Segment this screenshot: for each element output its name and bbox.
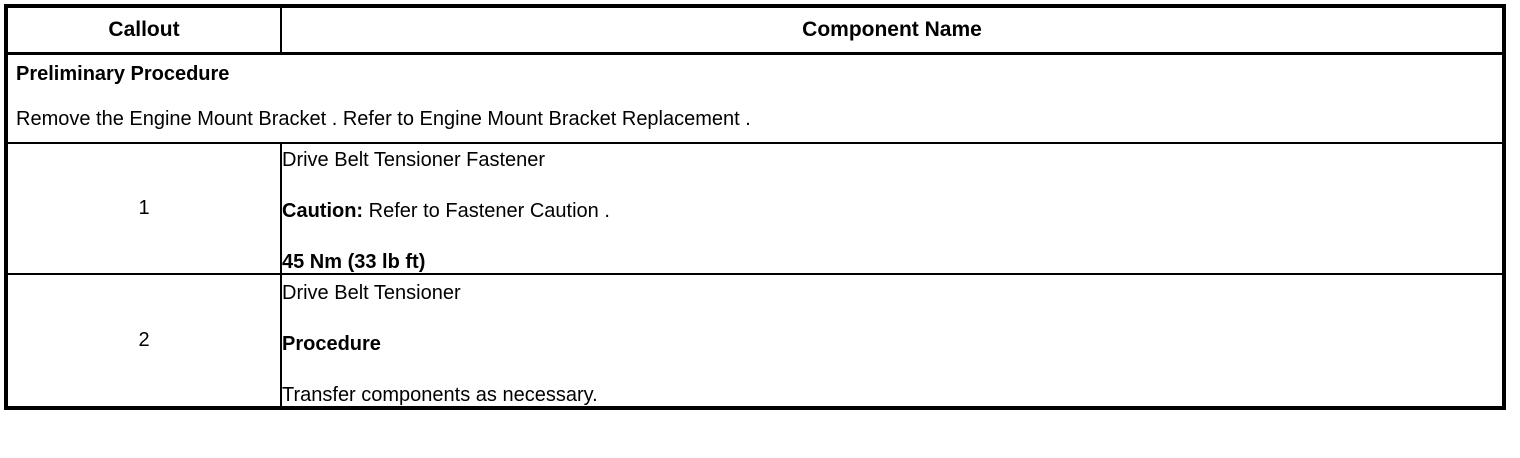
table-row: 1 Drive Belt Tensioner Fastener Caution:… — [6, 143, 1504, 275]
table-row: 2 Drive Belt Tensioner Procedure Transfe… — [6, 274, 1504, 408]
caution-reference-text: Refer to Fastener Caution . — [363, 200, 610, 222]
component-description-cell: Drive Belt Tensioner Procedure Transfer … — [281, 274, 1504, 408]
table-header: Callout Component Name — [6, 6, 1504, 55]
caution-note: Caution: Refer to Fastener Caution . — [282, 201, 1502, 222]
component-name-text: Drive Belt Tensioner — [282, 282, 461, 304]
caution-label: Caution: — [282, 200, 364, 222]
preliminary-procedure-title: Preliminary Procedure — [16, 63, 230, 85]
preliminary-procedure-row: Preliminary Procedure Remove the Engine … — [6, 53, 1504, 144]
column-header-component-name: Component Name — [281, 6, 1504, 55]
callout-number: 2 — [6, 274, 282, 408]
procedure-text: Transfer components as necessary. — [282, 384, 598, 406]
procedure-label: Procedure — [282, 333, 381, 355]
preliminary-procedure-text: Remove the Engine Mount Bracket . Refer … — [16, 108, 751, 130]
component-name-text: Drive Belt Tensioner Fastener — [282, 149, 546, 171]
column-header-callout: Callout — [6, 6, 282, 55]
callout-number: 1 — [6, 143, 282, 275]
component-description-cell: Drive Belt Tensioner Fastener Caution: R… — [281, 143, 1504, 275]
table-header-row: Callout Component Name — [6, 6, 1504, 55]
torque-specification: 45 Nm (33 lb ft) — [282, 251, 426, 273]
service-procedure-table: Callout Component Name Preliminary Proce… — [4, 4, 1506, 410]
preliminary-procedure-cell: Preliminary Procedure Remove the Engine … — [6, 53, 1504, 144]
table-body: Preliminary Procedure Remove the Engine … — [6, 53, 1504, 408]
